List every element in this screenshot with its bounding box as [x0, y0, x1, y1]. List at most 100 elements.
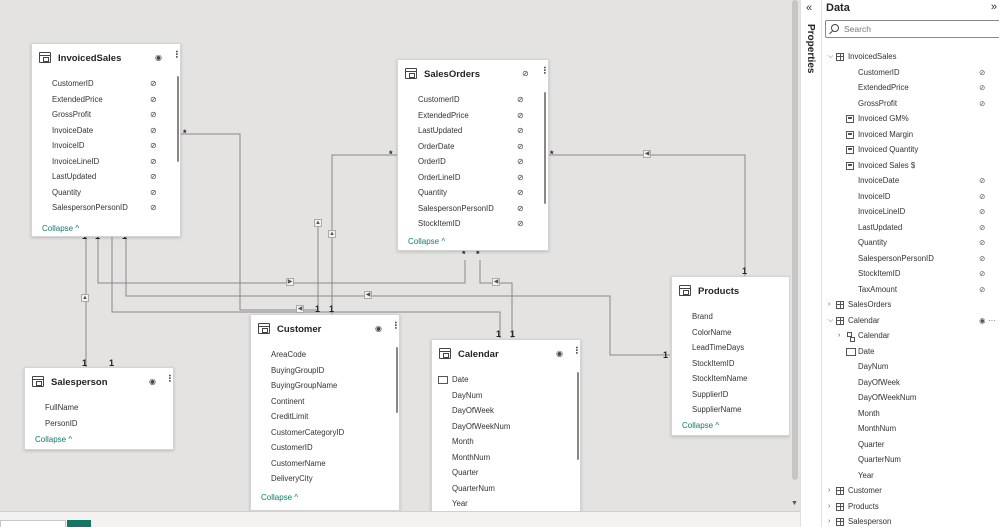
field-row[interactable]: Date: [432, 372, 580, 388]
field-row[interactable]: OrderID⊘: [398, 154, 548, 170]
field-row[interactable]: SalespersonPersonID⊘: [398, 201, 548, 217]
chevron-right-icon[interactable]: ›: [828, 487, 831, 494]
hidden-eye-icon[interactable]: ⊘: [517, 141, 524, 151]
field-row[interactable]: ExtendedPrice⊘: [32, 92, 180, 108]
field-row[interactable]: StockItemID⊘: [398, 216, 548, 232]
filter-direction-arrow[interactable]: ▲: [328, 230, 336, 238]
filter-direction-arrow[interactable]: ◀: [364, 291, 372, 299]
hidden-eye-icon[interactable]: ⊘: [979, 253, 986, 263]
canvas-vertical-scrollbar[interactable]: ▼: [790, 0, 800, 511]
hidden-eye-icon[interactable]: ⊘: [150, 94, 157, 104]
field-row[interactable]: QuarterNum: [452, 483, 495, 493]
more-options-icon[interactable]: ···: [163, 374, 175, 382]
field-list-scrollbar[interactable]: [544, 92, 546, 204]
table-card-header[interactable]: Customer ◉ ···: [251, 315, 401, 343]
field-row[interactable]: Quarter: [452, 468, 479, 477]
table-card-header[interactable]: Products: [672, 277, 789, 305]
field-row[interactable]: Brand: [692, 312, 713, 321]
filter-direction-arrow[interactable]: ◀: [643, 150, 651, 158]
hidden-eye-icon[interactable]: ⊘: [150, 203, 157, 212]
properties-pane-label[interactable]: Properties: [805, 24, 816, 74]
tree-item-field[interactable]: StockItemID⊘: [822, 266, 999, 282]
tree-item-hierarchy[interactable]: ›Calendar: [822, 328, 999, 344]
field-row[interactable]: OrderLineID⊘: [398, 170, 548, 186]
tree-item-field[interactable]: Month: [822, 406, 999, 422]
tree-item-field[interactable]: DayOfWeek: [822, 375, 999, 391]
field-row[interactable]: SupplierName: [692, 405, 742, 414]
tree-item-field[interactable]: InvoiceLineID⊘: [822, 204, 999, 220]
tree-item-field[interactable]: Quarter: [822, 437, 999, 453]
expand-properties-icon[interactable]: «: [806, 2, 813, 14]
tree-item-field[interactable]: MonthNum: [822, 421, 999, 437]
field-row[interactable]: InvoiceDate⊘: [32, 123, 180, 139]
hidden-eye-icon[interactable]: ⊘: [979, 269, 986, 278]
tree-item-table[interactable]: ›Products: [822, 499, 999, 515]
field-list-scrollbar[interactable]: [396, 347, 398, 413]
visibility-eye-icon[interactable]: ◉: [149, 377, 156, 386]
collapse-link[interactable]: Collapse ^: [42, 224, 80, 233]
field-row[interactable]: DeliveryCity: [271, 474, 313, 483]
filter-direction-arrow[interactable]: ◀: [492, 278, 500, 286]
layout-tab[interactable]: [0, 520, 66, 527]
collapse-link[interactable]: Collapse ^: [261, 493, 299, 502]
filter-direction-arrow[interactable]: ▶: [286, 278, 294, 286]
field-row[interactable]: DayOfWeekNum: [452, 421, 511, 431]
table-card-header[interactable]: InvoicedSales ◉ ···: [32, 44, 182, 72]
field-row[interactable]: Year: [452, 499, 468, 508]
field-row[interactable]: CustomerID: [271, 443, 313, 452]
field-row[interactable]: StockItemID: [692, 358, 735, 368]
tree-item-field[interactable]: InvoiceDate⊘: [822, 173, 999, 189]
table-card-header[interactable]: Calendar ◉ ···: [432, 340, 582, 368]
table-card-header[interactable]: Salesperson ◉ ···: [25, 368, 175, 396]
visibility-eye-icon[interactable]: ◉: [375, 324, 382, 333]
field-row[interactable]: SupplierID: [692, 389, 729, 399]
hidden-eye-icon[interactable]: ⊘: [517, 126, 524, 135]
tree-item-table[interactable]: ›Salesperson: [822, 514, 999, 527]
collapse-link[interactable]: Collapse ^: [35, 435, 73, 444]
hidden-eye-icon[interactable]: ⊘: [517, 188, 524, 197]
field-row[interactable]: Quantity⊘: [32, 185, 180, 201]
tree-item-date[interactable]: Date: [822, 344, 999, 360]
tree-item-field[interactable]: DayOfWeekNum: [822, 390, 999, 406]
hidden-eye-icon[interactable]: ⊘: [979, 191, 986, 201]
hidden-eye-icon[interactable]: ⊘: [150, 110, 157, 119]
table-card-header[interactable]: SalesOrders ⊘ ···: [398, 60, 550, 88]
table-card-salesperson[interactable]: Salesperson ◉ ··· FullName PersonID Coll…: [24, 367, 175, 450]
tree-item-field[interactable]: QuarterNum: [822, 452, 999, 468]
field-row[interactable]: StockItemName: [692, 374, 748, 383]
scrollbar-thumb[interactable]: [792, 0, 798, 480]
field-row[interactable]: DayNum: [452, 390, 483, 400]
chevron-right-icon[interactable]: ›: [828, 518, 831, 525]
properties-pane-collapsed[interactable]: « Properties: [800, 0, 822, 527]
layout-tab-active[interactable]: [67, 520, 91, 527]
hidden-eye-icon[interactable]: ⊘: [979, 176, 986, 185]
tree-item-field[interactable]: GrossProfit⊘: [822, 96, 999, 112]
table-card-invoicedsales[interactable]: InvoicedSales ◉ ··· CustomerID⊘ Extended…: [31, 43, 182, 237]
hidden-eye-icon[interactable]: ⊘: [979, 98, 986, 108]
visibility-eye-icon[interactable]: ◉: [155, 53, 162, 62]
tree-item-table[interactable]: ⌵Calendar◉···: [822, 313, 999, 329]
table-card-products[interactable]: Products Brand ColorName LeadTimeDays St…: [671, 276, 790, 436]
filter-direction-arrow[interactable]: ◀: [296, 305, 304, 313]
tree-item-field[interactable]: TaxAmount⊘: [822, 282, 999, 298]
hidden-eye-icon[interactable]: ⊘: [150, 125, 157, 135]
tree-item-measure[interactable]: Invoiced Sales $: [822, 158, 999, 174]
hidden-eye-icon[interactable]: ⊘: [979, 67, 986, 77]
field-row[interactable]: LastUpdated⊘: [398, 123, 548, 139]
field-row[interactable]: DayOfWeek: [452, 406, 494, 415]
chevron-down-icon[interactable]: ⌵: [828, 53, 834, 60]
field-row[interactable]: CustomerID⊘: [398, 92, 548, 108]
tree-item-table[interactable]: ›Customer: [822, 483, 999, 499]
field-row[interactable]: GrossProfit⊘: [32, 107, 180, 123]
hidden-eye-icon[interactable]: ⊘: [979, 222, 986, 232]
more-options-icon[interactable]: ···: [170, 50, 182, 58]
more-options-icon[interactable]: ···: [538, 66, 550, 74]
scroll-down-arrow-icon[interactable]: ▼: [791, 500, 798, 507]
hidden-eye-icon[interactable]: ⊘: [979, 83, 986, 92]
field-row[interactable]: FullName: [45, 403, 79, 412]
field-row[interactable]: BuyingGroupName: [271, 381, 338, 390]
model-canvas[interactable]: * * * * * 1 1 1 1 1 1 1 1 1 1 1 ▲ ▲ ▲ ▶ …: [0, 0, 790, 511]
tree-item-table[interactable]: ›SalesOrders: [822, 297, 999, 313]
tree-item-measure[interactable]: Invoiced GM%: [822, 111, 999, 127]
visibility-eye-icon[interactable]: ◉: [556, 349, 563, 358]
